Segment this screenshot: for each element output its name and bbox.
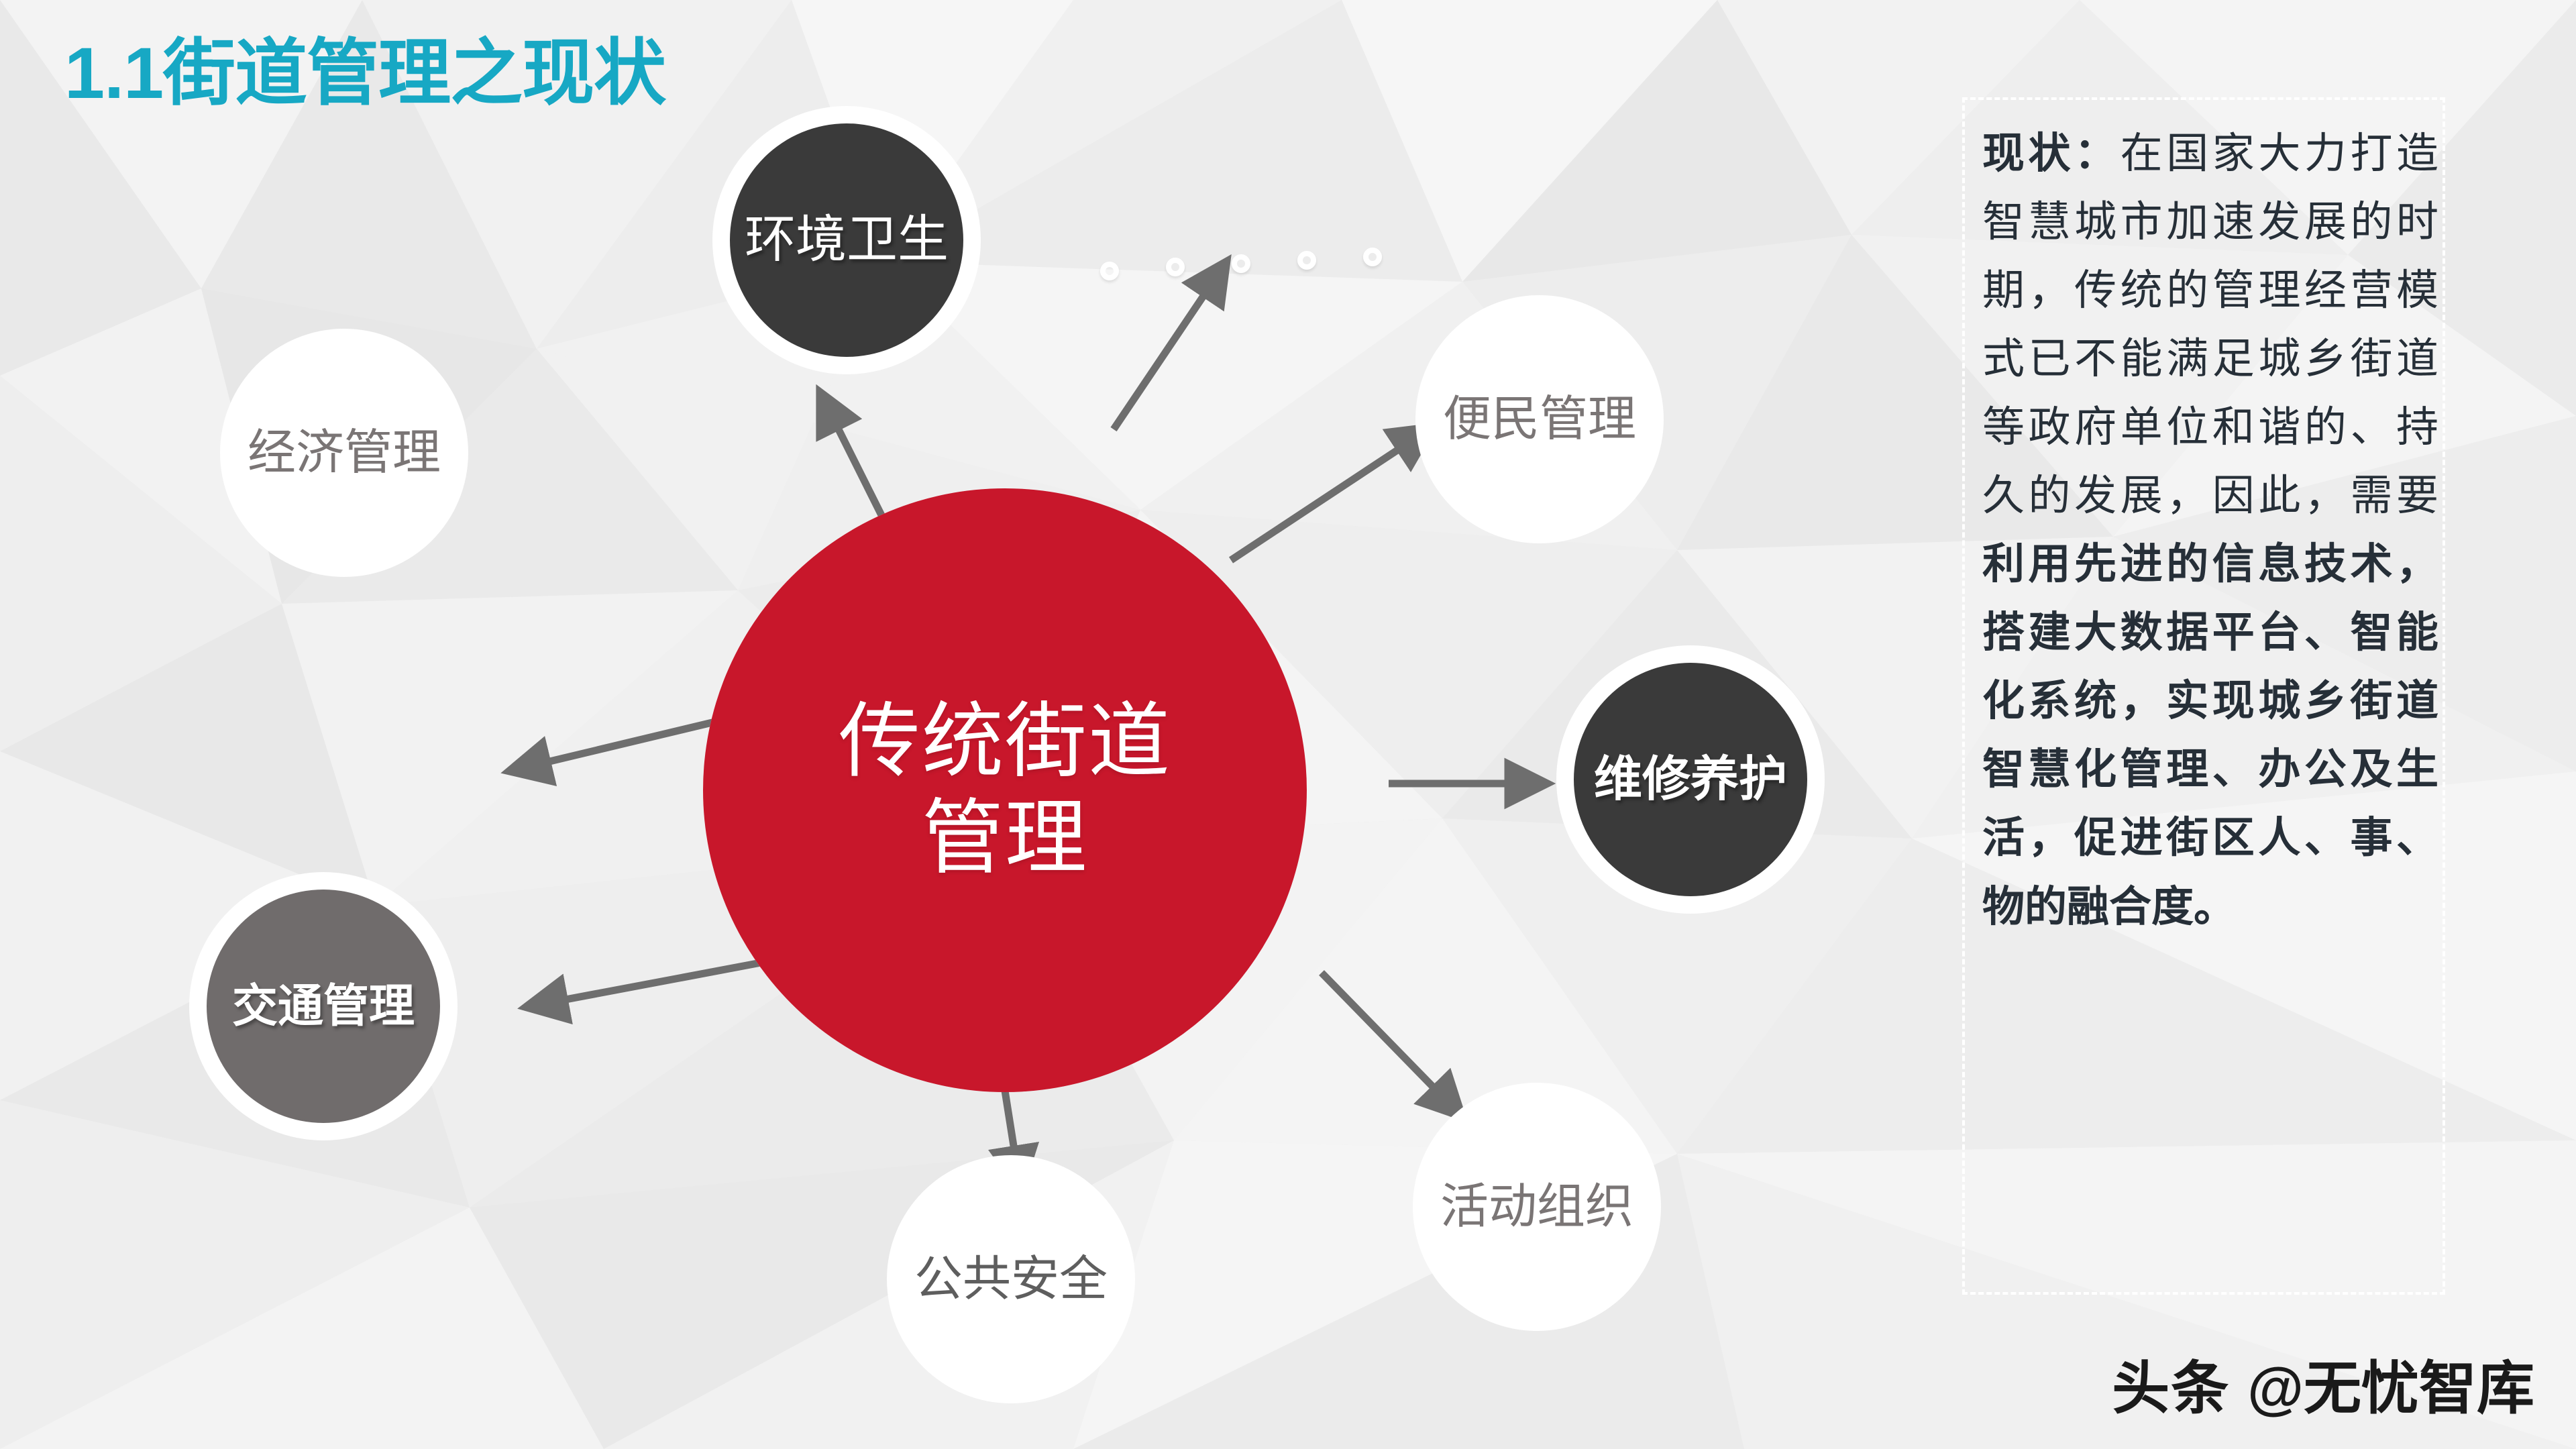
- watermark-source: 头条: [2112, 1356, 2231, 1421]
- node-fill: 交通管理: [207, 890, 440, 1123]
- description-panel-text: 现状：在国家大力打造智慧城市加速发展的时期，传统的管理经营模式已不能满足城乡街道…: [1982, 119, 2438, 941]
- node-fill: 维修养护: [1574, 663, 1807, 896]
- arc-dot-icon: [1363, 248, 1382, 266]
- center-node-label: 传统街道管理: [839, 696, 1171, 883]
- node-gonggonganquan[interactable]: 公共安全: [887, 1155, 1135, 1403]
- arc-dot-icon: [1297, 251, 1316, 270]
- page-title: 1.1街道管理之现状: [64, 32, 666, 113]
- description-body-regular: 在国家大力打造智慧城市加速发展的时期，传统的管理经营模式已不能满足城乡街道等政府…: [1982, 130, 2439, 520]
- node-label: 便民管理: [1442, 392, 1636, 446]
- node-fill: 公共安全: [887, 1155, 1135, 1403]
- watermark-handle: @无忧智库: [2247, 1356, 2534, 1421]
- node-label: 活动组织: [1440, 1179, 1633, 1234]
- node-fill: 经济管理: [220, 329, 468, 577]
- center-node-fill: 传统街道管理: [703, 488, 1307, 1092]
- decorative-dot-arc: [1100, 247, 1395, 287]
- node-label: 环境卫生: [745, 211, 949, 269]
- node-jingjiguanli[interactable]: 经济管理: [220, 329, 468, 577]
- node-weixiuyanghu[interactable]: 维修养护: [1556, 645, 1825, 914]
- watermark: 头条 @无忧智库: [2112, 1341, 2534, 1425]
- node-fill: 活动组织: [1413, 1083, 1661, 1331]
- node-label: 经济管理: [247, 425, 441, 480]
- node-label: 交通管理: [231, 980, 415, 1032]
- description-body-bold: 利用先进的信息技术，搭建大数据平台、智能化系统，实现城乡街道智慧化管理、办公及生…: [1982, 541, 2438, 930]
- node-bianminguanli[interactable]: 便民管理: [1415, 295, 1664, 543]
- description-panel-border: [1962, 97, 2445, 1295]
- arc-dot-icon: [1100, 262, 1119, 280]
- node-fill: 便民管理: [1415, 295, 1664, 543]
- arc-dot-icon: [1232, 254, 1250, 273]
- center-node-traditional-street-management[interactable]: 传统街道管理: [703, 488, 1307, 1092]
- node-huanjingweisheng[interactable]: 环境卫生: [712, 106, 981, 374]
- node-label: 维修养护: [1593, 752, 1787, 806]
- arc-dot-icon: [1166, 258, 1185, 276]
- node-jiaotongguanli[interactable]: 交通管理: [189, 872, 458, 1140]
- node-label: 公共安全: [914, 1252, 1108, 1306]
- node-fill: 环境卫生: [730, 123, 963, 357]
- description-label: 现状：: [1982, 130, 2121, 177]
- node-huodongzuzhi[interactable]: 活动组织: [1413, 1083, 1661, 1331]
